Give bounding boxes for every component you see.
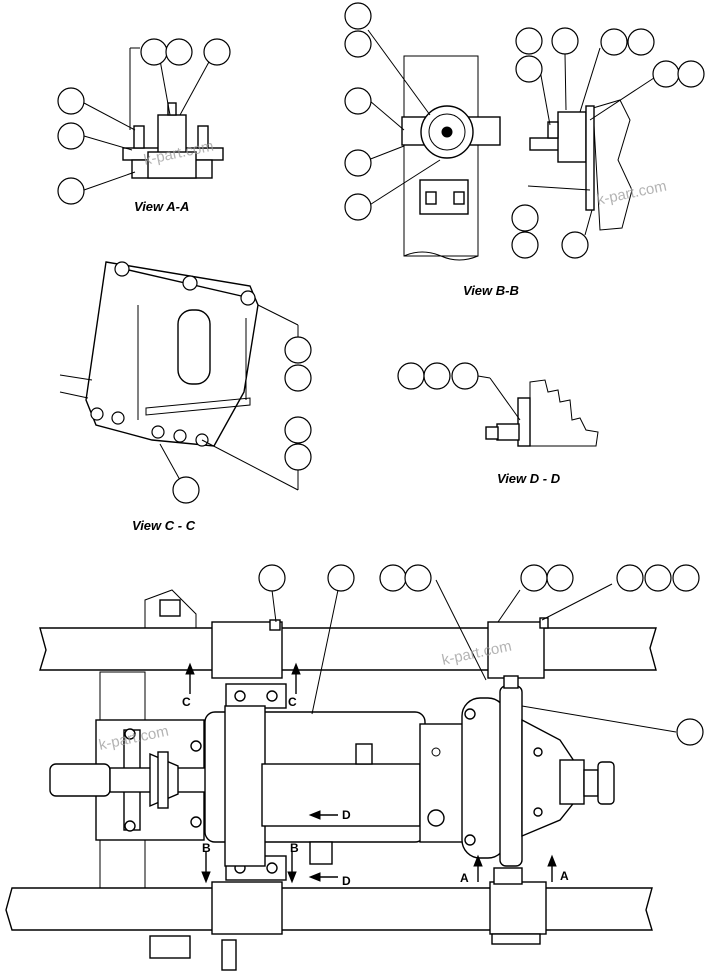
view-d-d-detail xyxy=(397,362,599,447)
section-marker-c-right: C xyxy=(288,695,297,709)
section-marker-a-right: A xyxy=(560,869,569,883)
view-c-c-detail xyxy=(59,261,312,504)
section-marker-b-left: B xyxy=(202,841,211,855)
section-marker-d-upper: D xyxy=(342,808,351,822)
view-d-d-label: View D - D xyxy=(497,471,561,486)
view-b-b-label: View B-B xyxy=(463,283,519,298)
section-marker-c-left: C xyxy=(182,695,191,709)
section-marker-d-lower: D xyxy=(342,874,351,888)
view-a-a-label: View A-A xyxy=(134,199,189,214)
section-marker-b-right: B xyxy=(290,841,299,855)
main-assembly xyxy=(5,564,704,971)
view-c-c-label: View C - C xyxy=(132,518,196,533)
section-marker-a-left: A xyxy=(460,871,469,885)
view-b-b-detail xyxy=(344,2,705,261)
view-a-a-detail xyxy=(57,38,231,205)
watermark-2: k-part.com xyxy=(595,178,668,209)
